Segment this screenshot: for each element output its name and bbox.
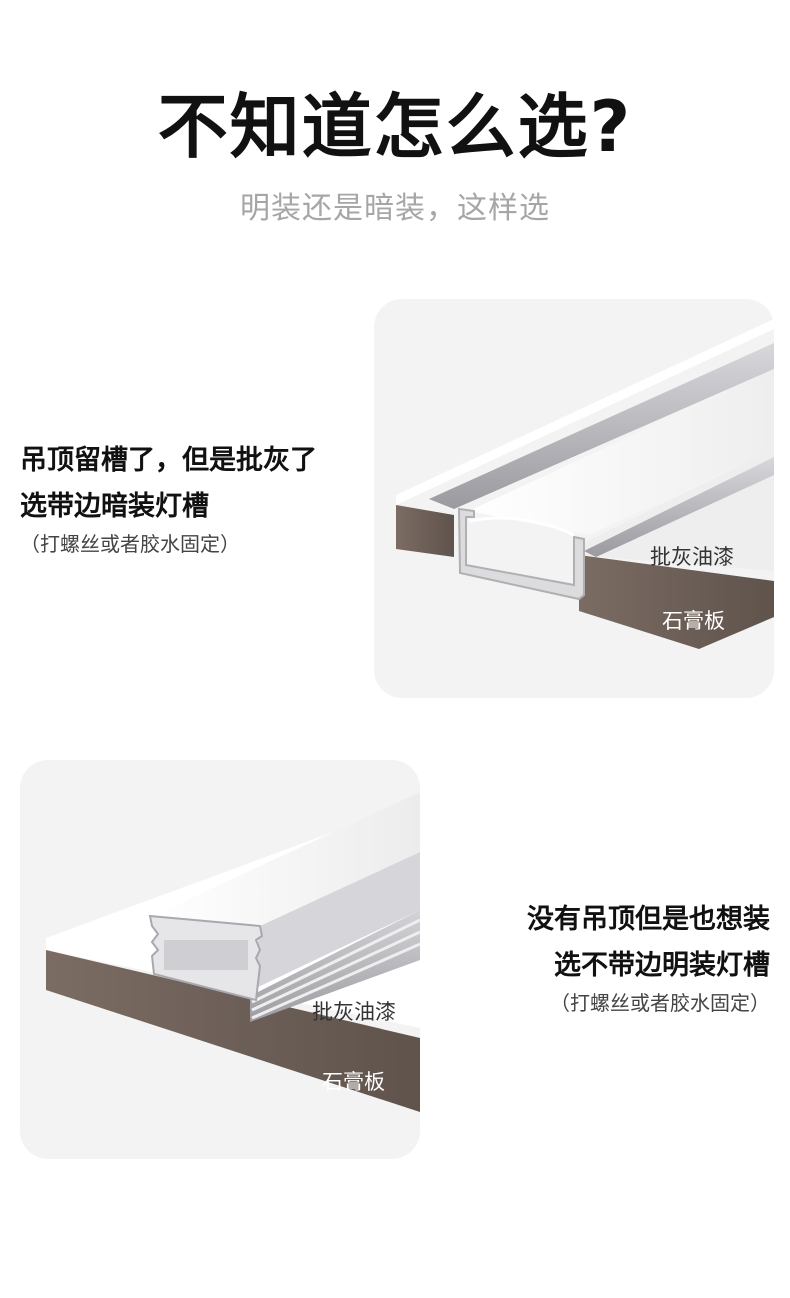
label-paint: 批灰油漆 [650,545,734,569]
recessed-description: 吊顶留槽了，但是批灰了 选带边暗装灯槽 （打螺丝或者胶水固定） [20,447,317,554]
channel-profile [457,507,585,601]
surface-description: 没有吊顶但是也想装 选不带边明装灯槽 （打螺丝或者胶水固定） [527,906,770,1013]
aluminum-flange-right [584,457,774,557]
gypsum-board-left [396,505,454,557]
channel-top-side [252,852,420,990]
diffuser-edge [468,516,575,537]
label-gypsum-board: 石膏板 [322,1070,385,1094]
surface-line2: 选不带边明装灯槽 [554,950,770,981]
surface-channel-drawing [46,792,420,1112]
rib-1 [251,918,420,1004]
recessed-note: （打螺丝或者胶水固定） [20,532,240,556]
recessed-channel-illustration: 批灰油漆 石膏板 [374,299,774,698]
label-paint: 批灰油漆 [312,1000,396,1024]
rib-3 [251,942,420,1020]
gypsum-board [46,950,420,1112]
gypsum-board-right [579,555,774,649]
page-subtitle: 明装还是暗装，这样选 [240,191,550,226]
recessed-channel-drawing [396,319,774,649]
label-gypsum-board: 石膏板 [662,609,725,633]
recessed-line1: 吊顶留槽了，但是批灰了 [20,445,317,476]
aluminum-flange-left [429,343,774,509]
surface-note: （打螺丝或者胶水固定） [550,991,770,1015]
rib-2 [251,930,420,1012]
channel-cavity [164,940,248,970]
recessed-line2: 选带边暗装灯槽 [20,491,209,522]
surface-channel-illustration: 批灰油漆 石膏板 [20,760,420,1159]
diffuser-cover [469,369,774,535]
page-title: 不知道怎么选? [157,86,633,168]
channel-side-ribs [250,910,420,1022]
surface-line1: 没有吊顶但是也想装 [527,904,770,935]
diffuser-cover [152,792,420,926]
paint-surface-top [396,319,774,505]
